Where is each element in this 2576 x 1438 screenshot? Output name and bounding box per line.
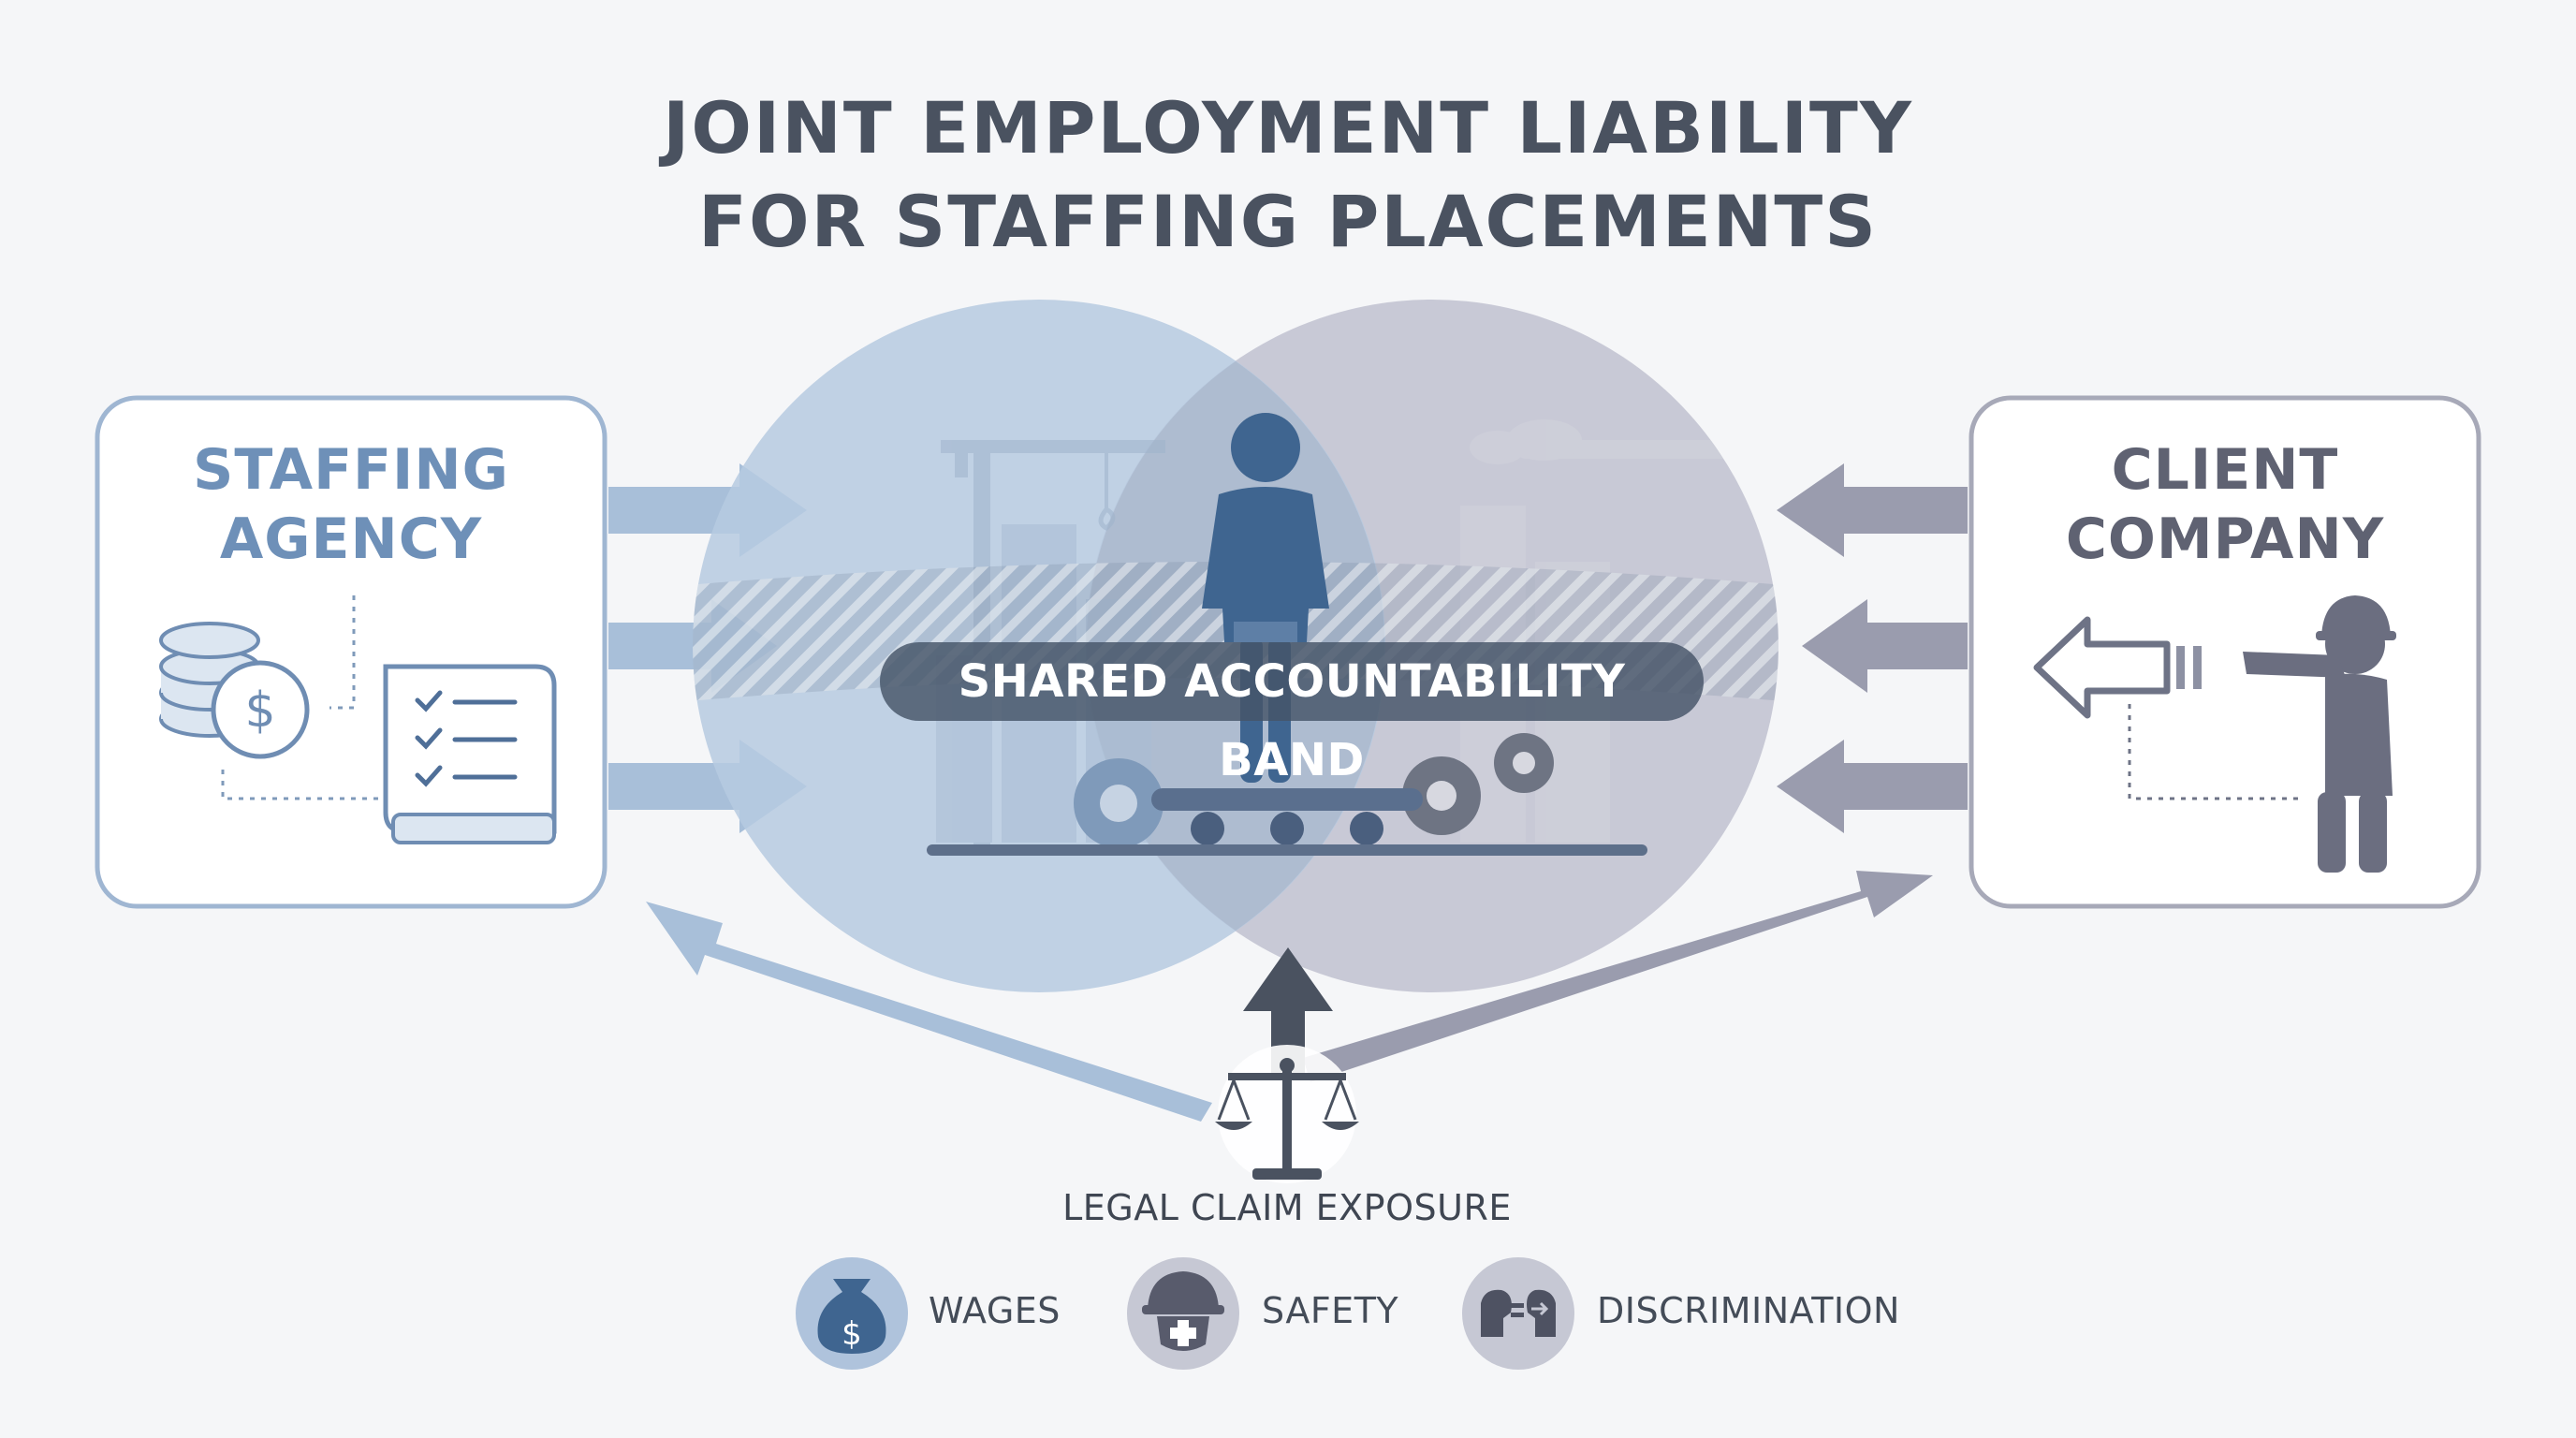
svg-text:$: $: [244, 682, 275, 739]
checklist-document-icon: [383, 664, 557, 844]
money-bag-icon: $: [796, 1257, 908, 1370]
exposure-arrow-agency: [646, 902, 1212, 1122]
supervisor-icon: [2243, 595, 2396, 873]
discrimination-icon: [1462, 1257, 1574, 1370]
claim-label-discrimination: DISCRIMINATION: [1597, 1290, 1900, 1331]
diagram-title-line-2: FOR STAFFING PLACEMENTS: [698, 180, 1878, 263]
coins-icon: $: [159, 622, 310, 759]
client-company-label-line-2: COMPANY: [2065, 506, 2385, 572]
claim-label-safety: SAFETY: [1262, 1290, 1399, 1331]
safety-helmet-icon: [1127, 1257, 1239, 1370]
client-arrows: [1777, 463, 1968, 833]
scales-of-justice-icon: [1215, 1045, 1359, 1183]
exposure-arrow-up: [1243, 947, 1333, 1078]
svg-text:$: $: [842, 1315, 862, 1353]
exposure-arrow-client: [1303, 871, 1933, 1082]
staffing-agency-label-line-1: STAFFING: [193, 437, 509, 503]
shared-accountability-band-label: SHARED ACCOUNTABILITY BAND: [880, 642, 1704, 786]
staffing-agency-label-line-2: AGENCY: [219, 506, 483, 572]
diagram-title-line-1: JOINT EMPLOYMENT LIABILITY: [663, 86, 1913, 169]
claim-label-wages: WAGES: [929, 1290, 1061, 1331]
gear-icons: [1074, 733, 1554, 848]
conveyor-icon: [927, 788, 1647, 856]
direction-arrow-icon: [2033, 616, 2202, 719]
legal-claim-exposure-label: LEGAL CLAIM EXPOSURE: [1062, 1187, 1512, 1228]
client-company-label-line-1: CLIENT: [2111, 437, 2339, 503]
